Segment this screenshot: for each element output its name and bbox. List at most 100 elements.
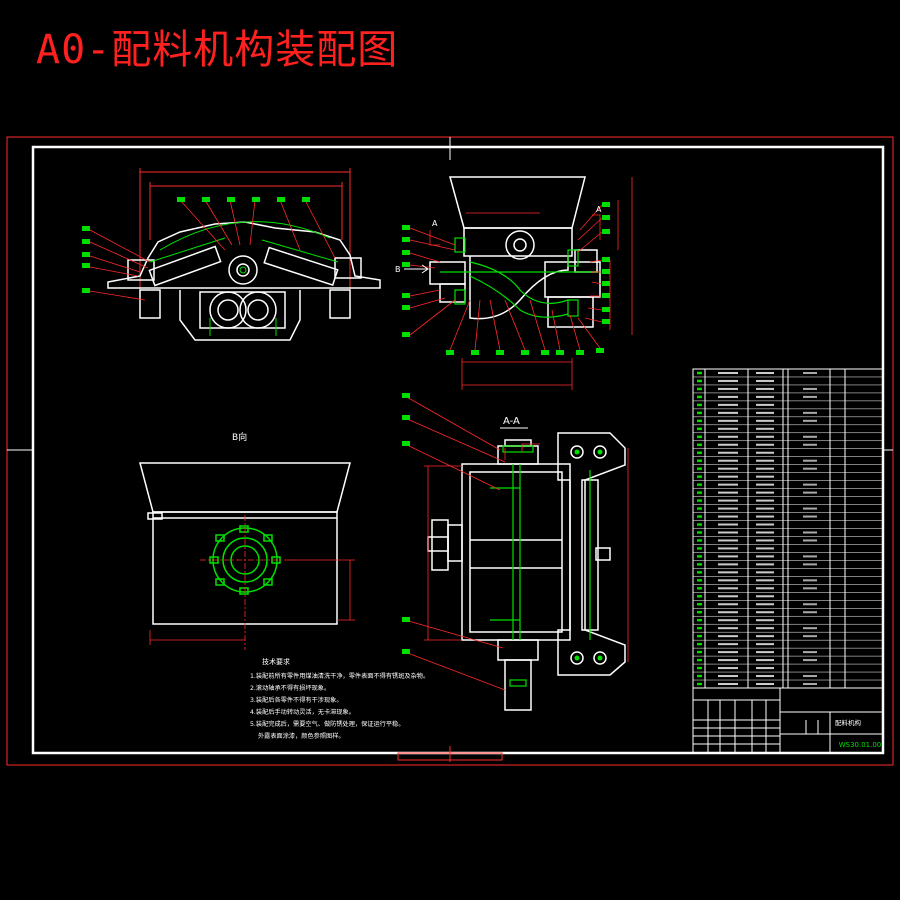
parts-list-code: [718, 603, 738, 606]
parts-list-name: [756, 371, 774, 374]
parts-list-code: [718, 579, 738, 582]
parts-list-item-number: [697, 499, 702, 502]
parts-list-code: [718, 571, 738, 574]
parts-list-material: [803, 419, 817, 422]
parts-list-item-number: [697, 642, 702, 646]
parts-list-name: [756, 555, 774, 558]
parts-list-item-number: [697, 571, 702, 574]
parts-list-name: [756, 571, 774, 574]
note-2: 2.滚动轴承不得有损坏现象。: [250, 684, 330, 692]
side-section-view: A A B: [395, 176, 633, 390]
parts-list-code: [718, 643, 738, 646]
parts-list-item-number: [697, 371, 702, 375]
parts-list: [692, 368, 884, 689]
parts-list-item-number: [697, 523, 702, 526]
parts-list-material: [803, 395, 817, 398]
front-view: [82, 168, 381, 341]
parts-list-material: [803, 491, 817, 494]
parts-list-material: [803, 539, 817, 542]
parts-list-name: [756, 587, 774, 590]
aa-body: [427, 432, 626, 711]
parts-list-item-number: [697, 379, 702, 383]
parts-list-item-number: [697, 547, 702, 550]
parts-list-code: [718, 427, 738, 430]
parts-list-material: [803, 579, 817, 582]
parts-list-material: [803, 635, 817, 638]
parts-list-name: [756, 411, 774, 414]
parts-list-code: [718, 403, 738, 406]
parts-list-item-number: [697, 427, 702, 431]
parts-list-material: [803, 483, 817, 486]
parts-list-code: [718, 443, 738, 446]
front-dimensions: [139, 168, 351, 290]
b-view-dimensions: [149, 559, 355, 645]
parts-list-name: [756, 459, 774, 462]
parts-list-code: [718, 539, 738, 542]
parts-list-item-number: [697, 491, 702, 494]
parts-list-name: [756, 651, 774, 654]
parts-list-name: [756, 611, 774, 614]
parts-list-code: [718, 587, 738, 590]
section-marker-a-right: A: [596, 205, 602, 214]
b-view-label: B向: [232, 431, 247, 443]
note-1: 1.装配前所有零件用煤油清洗干净，零件表面不得有锈斑及杂物。: [250, 672, 429, 680]
title-block: [692, 687, 884, 754]
parts-list-code: [718, 451, 738, 454]
parts-list-item-number: [697, 626, 702, 630]
side-green-details: [440, 237, 600, 318]
parts-list-name: [756, 507, 774, 510]
parts-list-code: [718, 667, 738, 670]
parts-list-grid: [692, 368, 884, 689]
parts-list-name: [756, 563, 774, 566]
parts-list-item-number: [697, 619, 702, 622]
parts-list-code: [718, 659, 738, 662]
aa-section-label: A-A: [503, 416, 520, 427]
parts-list-material: [803, 443, 817, 446]
parts-list-item-number: [697, 674, 702, 678]
part-name: 配料机构: [835, 718, 862, 727]
parts-list-material: [803, 435, 817, 438]
parts-list-entries: [697, 371, 817, 686]
parts-list-code: [718, 531, 738, 534]
parts-list-code: [718, 491, 738, 494]
parts-list-code: [718, 419, 738, 422]
parts-list-item-number: [697, 435, 702, 438]
note-5: 5.装配完成后，需要空气、做防锈处理，保证运行平稳。: [250, 720, 404, 728]
parts-list-name: [756, 379, 774, 382]
parts-list-item-number: [697, 483, 702, 486]
parts-list-code: [718, 683, 738, 686]
parts-list-material: [803, 563, 817, 566]
parts-list-item-number: [697, 634, 702, 638]
parts-list-code: [718, 611, 738, 614]
parts-list-item-number: [697, 443, 702, 446]
parts-list-item-number: [697, 403, 702, 407]
parts-list-code: [718, 395, 738, 398]
parts-list-item-number: [697, 515, 702, 518]
parts-list-name: [756, 659, 774, 662]
parts-list-name: [756, 427, 774, 430]
parts-list-item-number: [697, 387, 702, 391]
parts-list-item-number: [697, 451, 702, 454]
parts-list-code: [718, 555, 738, 558]
parts-list-name: [756, 531, 774, 534]
parts-list-code: [718, 627, 738, 630]
side-leaders: [409, 204, 603, 351]
parts-list-name: [756, 515, 774, 518]
front-housing: [107, 221, 381, 341]
parts-list-code: [718, 435, 738, 438]
b-view-centerlines: [200, 515, 295, 650]
parts-list-code: [718, 467, 738, 470]
parts-list-material: [803, 611, 817, 614]
parts-list-item-number: [697, 411, 702, 415]
parts-list-code: [718, 619, 738, 622]
parts-list-item-number: [697, 531, 702, 534]
side-balloons: [402, 202, 610, 355]
note-6: 外露表面涂漆，颜色参照图样。: [258, 732, 345, 740]
parts-list-material: [803, 659, 817, 662]
parts-list-code: [718, 651, 738, 654]
parts-list-item-number: [697, 611, 702, 614]
parts-list-material: [803, 651, 817, 654]
parts-list-code: [718, 595, 738, 598]
parts-list-name: [756, 435, 774, 438]
note-3: 3.装配后各零件不得有干涉现象。: [250, 696, 343, 704]
